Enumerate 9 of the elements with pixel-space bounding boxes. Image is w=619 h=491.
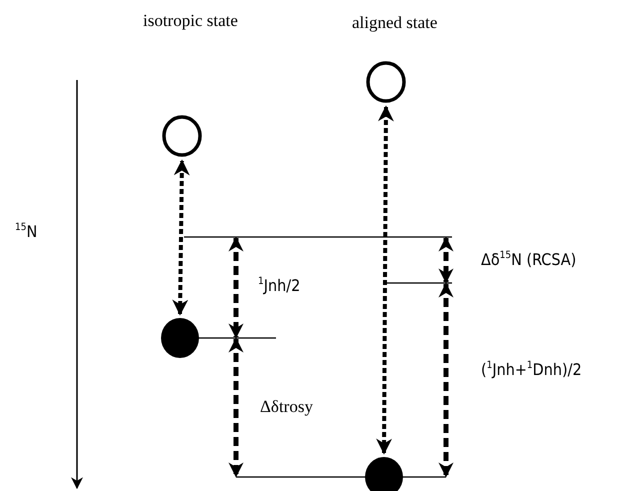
dimension-label: $^{1}$Jnh/2 (258, 277, 300, 294)
dimension-label: Δδtrosy (260, 398, 313, 415)
dimension-label: Δδ$^{15}$N (RCSA) (481, 251, 576, 268)
arrow (172, 159, 190, 316)
column-heading: aligned state (352, 14, 438, 31)
dimension-label: ($^{1}$Jnh+$^{1}$Dnh)/2 (481, 361, 582, 378)
arrow (376, 105, 394, 455)
axis-label: $^{15}$N (15, 223, 38, 240)
column-heading: isotropic state (143, 12, 238, 29)
